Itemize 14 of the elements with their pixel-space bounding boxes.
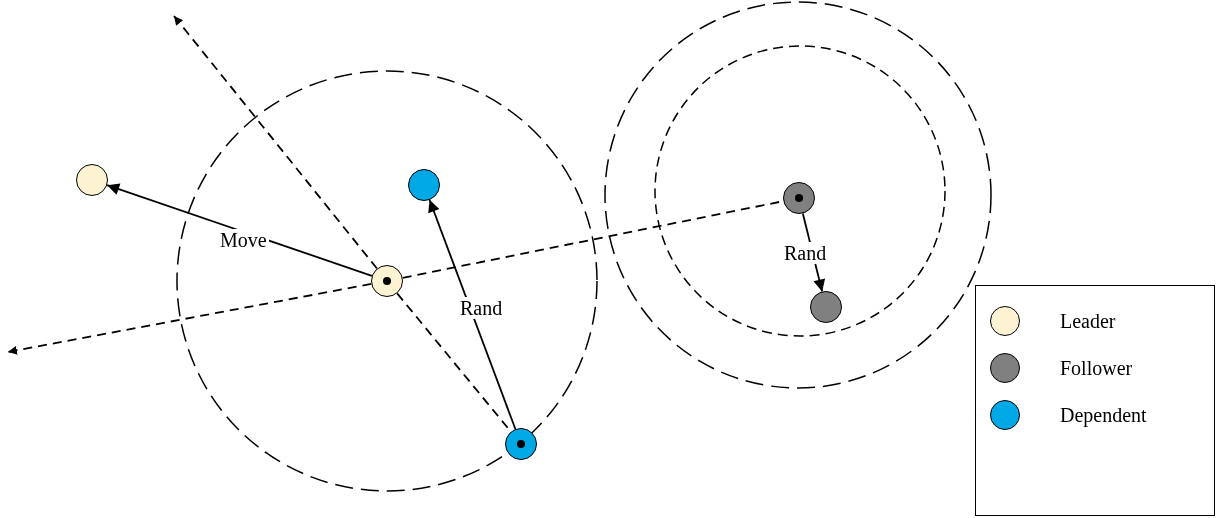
- dashed-arrow: [7, 283, 373, 355]
- agent-circle: [783, 182, 815, 214]
- agent-circle: [76, 164, 108, 196]
- edge-label: Rand: [458, 297, 505, 319]
- arrow: [428, 199, 517, 430]
- agent-circle: [408, 169, 440, 201]
- dashed-arrow: [173, 15, 378, 270]
- legend-label: Follower: [1060, 356, 1133, 380]
- agent-circle: [810, 291, 842, 323]
- agent-circle: [505, 428, 537, 460]
- legend-label: Leader: [1060, 309, 1116, 333]
- edge-label: Rand: [782, 242, 829, 264]
- agent-circle: [371, 265, 403, 297]
- legend-label: Dependent: [1060, 403, 1147, 427]
